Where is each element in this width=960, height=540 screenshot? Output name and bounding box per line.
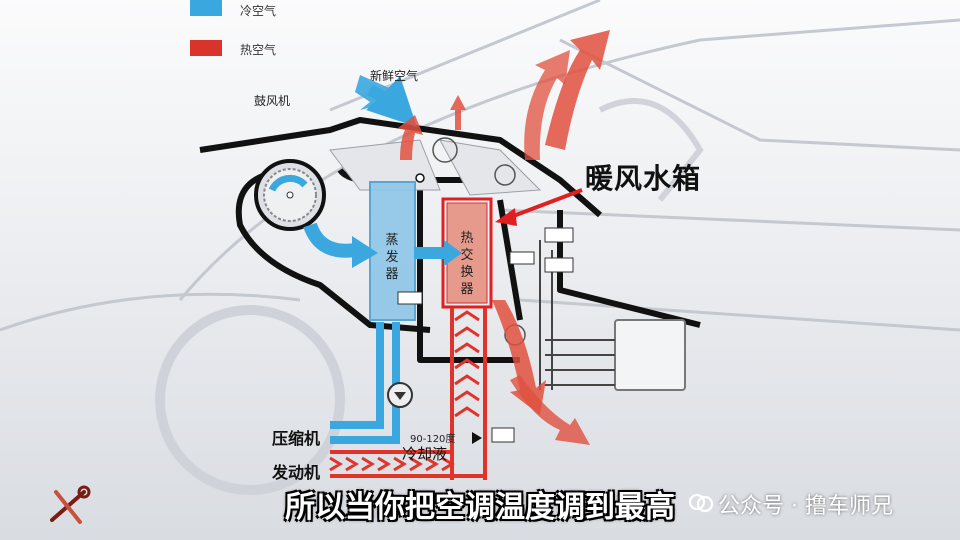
hot-air-arrows — [398, 30, 610, 445]
heater-core-callout: 暖风水箱 — [585, 162, 702, 195]
heat-exchanger-label: 热交换器 — [460, 231, 474, 297]
fresh-air-label: 新鲜空气 — [370, 69, 419, 83]
callout-arrow — [495, 188, 583, 226]
control-module — [397, 227, 686, 391]
wrench-screwdriver-icon — [50, 485, 91, 524]
coolant-label: 冷却液 — [402, 445, 448, 463]
video-subtitle: 所以当你把空调温度调到最高 — [285, 490, 675, 525]
watermark-text: 公众号 · 撸车师兄 — [718, 494, 893, 519]
hot-air-swatch — [190, 40, 222, 56]
blower-fan — [254, 159, 326, 231]
cold-air-arrows — [303, 75, 462, 268]
engine-label: 发动机 — [272, 463, 321, 482]
coolant-valve — [472, 427, 515, 444]
coolant-pipes-cold — [330, 322, 400, 444]
cold-air-label: 冷空气 — [240, 4, 277, 18]
cold-air-swatch — [190, 0, 222, 16]
hot-air-label: 热空气 — [240, 43, 277, 57]
coolant-pipes-hot — [330, 308, 487, 480]
wechat-public-account-icon — [688, 493, 714, 513]
compressor-label: 压缩机 — [272, 429, 321, 448]
hvac-interior — [329, 139, 542, 196]
temperature-label: 90-120度 — [410, 434, 456, 445]
evaporator-label: 蒸发器 — [385, 233, 399, 282]
blower-label: 鼓风机 — [254, 94, 291, 108]
compressor-pump — [387, 382, 413, 408]
hot-coolant-chevrons — [329, 310, 480, 472]
